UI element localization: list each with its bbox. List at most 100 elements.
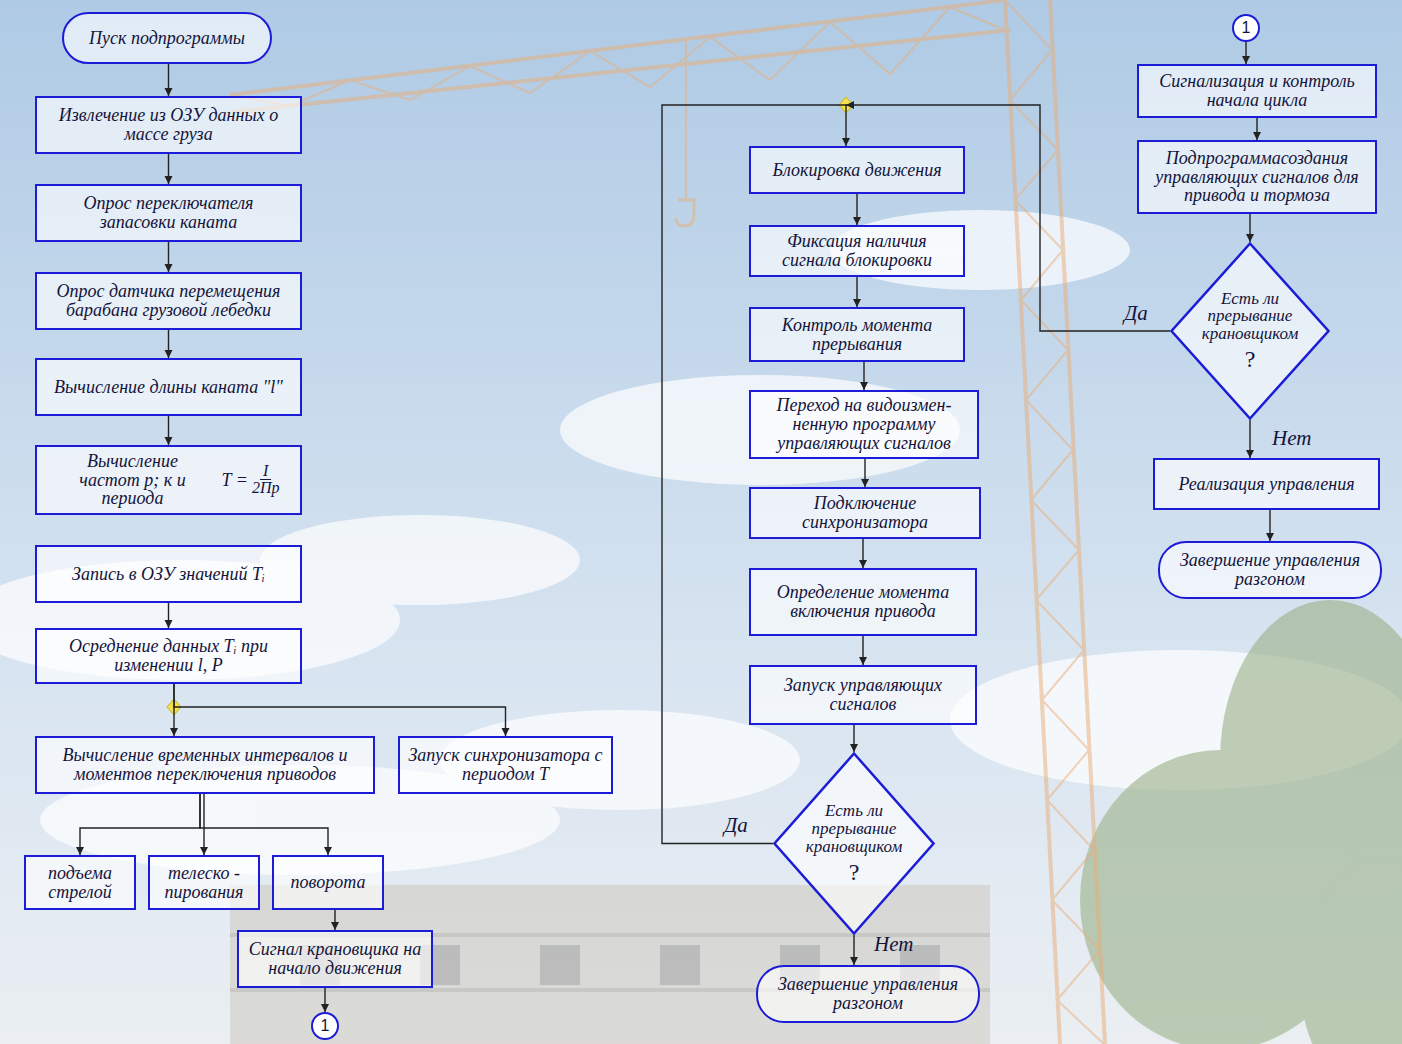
edge-label: Нет — [1270, 426, 1313, 451]
node-text: Контроль момента прерывания — [759, 316, 955, 354]
node-text: Вычисление длины каната "l" — [54, 378, 283, 397]
node-text: Извлечение из ОЗУ данных о массе груза — [45, 106, 292, 144]
node-text: Фиксация наличия сигнала блокировки — [759, 232, 955, 270]
node-text: 1 — [1242, 20, 1251, 37]
node-text: Подпрограммасоздания управляющих сигнало… — [1147, 149, 1367, 206]
flow-connector — [1269, 510, 1270, 541]
process-box: Реализация управления — [1153, 458, 1380, 510]
flow-connector — [334, 910, 335, 930]
process-box: Сигнализация и контроль начала цикла — [1137, 64, 1377, 118]
formula-row: Вычисление частот p; к и периодаT =I2Пp — [58, 452, 280, 509]
node-text: Сигнал крановщика на начало движения — [247, 940, 423, 978]
node-text: Определение момента включения привода — [759, 583, 967, 621]
process-box: Фиксация наличия сигнала блокировки — [749, 225, 965, 277]
node-text: Есть ли прерывание крановщиком — [1194, 290, 1306, 344]
node-text: Пуск подпрограммы — [89, 29, 245, 48]
process-box: Извлечение из ОЗУ данных о массе груза — [35, 96, 302, 154]
node-text: Осреднение данных Tᵢ при изменении l, P — [45, 637, 292, 675]
flow-connector — [864, 459, 865, 487]
node-text: T = — [222, 471, 248, 490]
flow-connector — [863, 362, 864, 390]
process-box: Сигнал крановщика на начало движения — [237, 930, 433, 988]
node-text: Опрос переключателя запасовки каната — [45, 194, 292, 232]
process-box: телеско - пирования — [148, 855, 260, 910]
diamond-text-block: Есть ли прерывание крановщиком? — [1194, 290, 1306, 373]
flow-connector — [853, 725, 854, 752]
flow-connector — [856, 194, 857, 225]
diamond-shape — [775, 754, 934, 934]
decision-diamond: Есть ли прерывание крановщиком? — [773, 752, 935, 935]
process-box: Переход на видоизмен- ненную программу у… — [749, 390, 979, 459]
node-text: Подключение синхронизатора — [759, 494, 971, 532]
process-box: Запуск синхронизатора с периодом T — [398, 736, 613, 794]
terminal-box: Завершение управления разгоном — [1158, 541, 1382, 599]
flow-connector — [1249, 214, 1250, 242]
flow-connector — [324, 988, 325, 1012]
flow-connector — [856, 277, 857, 307]
node-text: Запуск синхронизатора с периодом T — [408, 746, 603, 784]
process-box: Опрос датчика перемещения барабана грузо… — [35, 272, 302, 330]
node-text: Переход на видоизмен- ненную программу у… — [759, 396, 969, 453]
diamond-text-block: Есть ли прерывание крановщиком? — [798, 802, 910, 885]
node-text: Есть ли прерывание крановщиком — [798, 802, 910, 856]
process-box: Опрос переключателя запасовки каната — [35, 184, 302, 242]
flow-connector — [168, 330, 169, 358]
node-text: Завершение управления разгоном — [1168, 551, 1372, 589]
node-text: подъема стрелой — [34, 864, 126, 902]
flow-connector — [853, 935, 854, 965]
node-text: Завершение управления разгоном — [766, 975, 970, 1013]
flow-connector — [1249, 420, 1250, 458]
connector-circle: 1 — [311, 1012, 339, 1040]
edge-label: Да — [1122, 301, 1150, 326]
flow-connector — [846, 105, 1170, 331]
flow-connector — [80, 794, 200, 855]
process-box: Вычисление временных интервалов и момент… — [35, 736, 375, 794]
process-box: Вычисление частот p; к и периодаT =I2Пp — [35, 445, 302, 515]
diamond-shape — [1172, 244, 1329, 419]
flow-connector — [168, 64, 169, 96]
formula: T =I2Пp — [222, 463, 280, 498]
process-box: Контроль момента прерывания — [749, 307, 965, 362]
flow-connector — [168, 154, 169, 184]
node-text: Запись в ОЗУ значений Tᵢ — [72, 565, 265, 584]
flow-connector — [1245, 42, 1246, 64]
process-box: Подпрограммасоздания управляющих сигнало… — [1137, 140, 1377, 214]
flow-connector — [662, 105, 846, 844]
fraction: I2Пp — [252, 463, 280, 498]
flow-connector — [168, 242, 169, 272]
node-text: Вычисление частот p; к и периода — [58, 452, 208, 509]
terminal-box: Пуск подпрограммы — [62, 12, 272, 64]
connector-circle: 1 — [1232, 14, 1260, 42]
flow-connector — [862, 539, 863, 568]
process-box: Осреднение данных Tᵢ при изменении l, P — [35, 628, 302, 684]
process-box: Запуск управляющих сигналов — [749, 665, 977, 725]
flow-connector — [168, 603, 169, 628]
decision-diamond: Есть ли прерывание крановщиком? — [1170, 242, 1330, 420]
edge-label: Да — [722, 813, 750, 838]
process-box: поворота — [272, 855, 384, 910]
node-text: ? — [849, 860, 860, 885]
edge-label: Нет — [872, 932, 915, 957]
flow-connector — [862, 636, 863, 665]
process-box: Запись в ОЗУ значений Tᵢ — [35, 545, 302, 603]
terminal-box: Завершение управления разгоном — [756, 965, 980, 1023]
node-text: Блокировка движения — [772, 161, 941, 180]
node-text: ? — [1245, 347, 1256, 372]
process-box: Определение момента включения привода — [749, 568, 977, 636]
process-box: Вычисление длины каната "l" — [35, 358, 302, 416]
node-text: 2Пp — [252, 480, 280, 497]
process-box: подъема стрелой — [24, 855, 136, 910]
process-box: Блокировка движения — [749, 146, 965, 194]
node-text: 1 — [321, 1018, 330, 1035]
process-box: Подключение синхронизатора — [749, 487, 981, 539]
node-text: телеско - пирования — [158, 864, 250, 902]
node-text: Запуск управляющих сигналов — [759, 676, 967, 714]
flow-connector — [174, 684, 506, 736]
flow-connector — [200, 794, 328, 855]
flow-connector — [168, 416, 169, 445]
node-text: Сигнализация и контроль начала цикла — [1147, 72, 1367, 110]
node-text: I — [260, 463, 271, 481]
